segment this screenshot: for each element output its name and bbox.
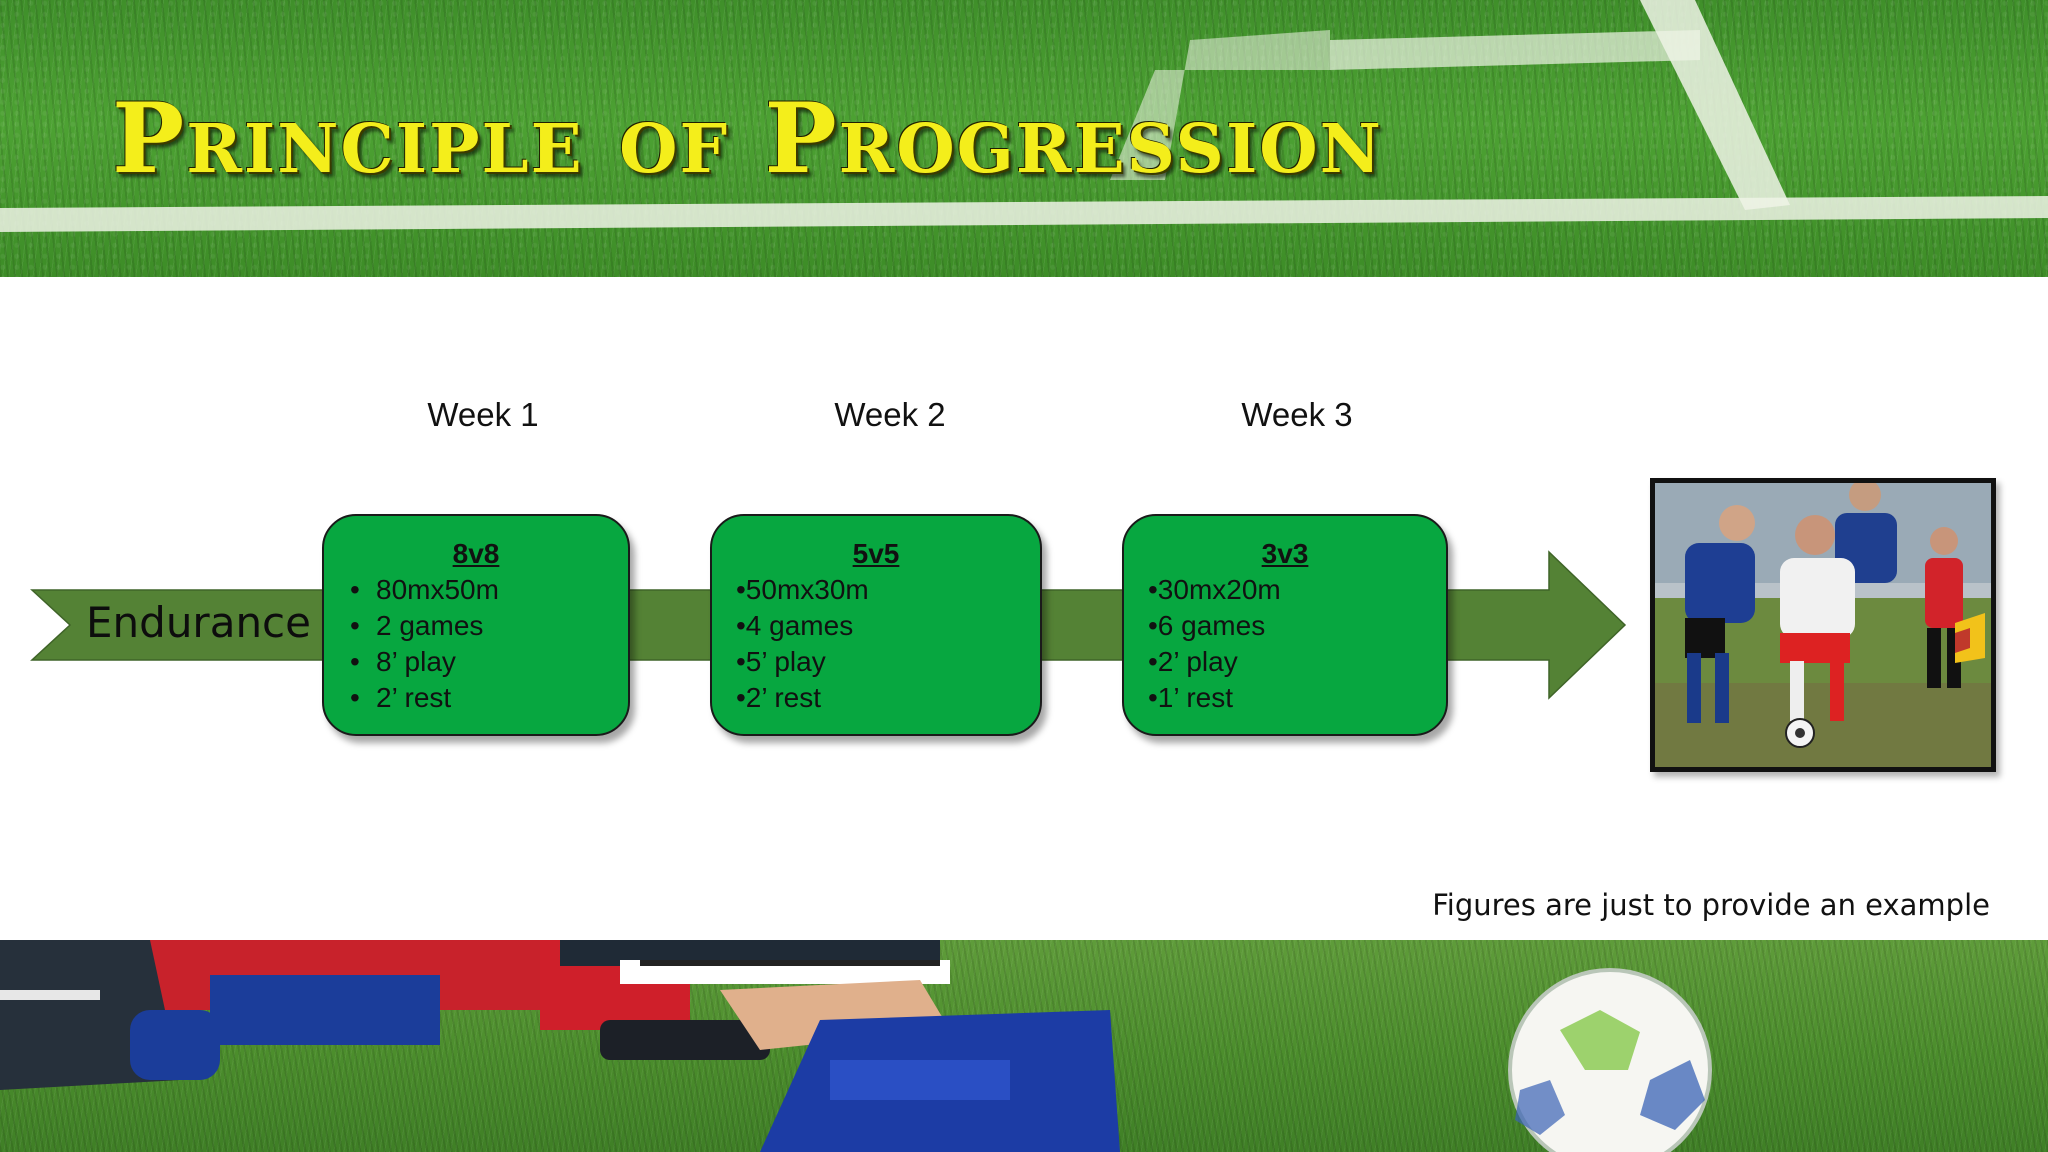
pitch-lines-graphic — [0, 0, 2048, 232]
week-2-label: Week 2 — [834, 396, 946, 433]
grass-header-banner: Principle of Progression — [0, 0, 2048, 277]
list-item: •30mx20m — [1148, 574, 1281, 605]
list-item: •2’ play — [1148, 646, 1238, 677]
stage-box-week-1: 8v8 •80mx50m •2 games •8’ play •2’ rest — [322, 514, 630, 736]
list-item: •2’ rest — [736, 682, 822, 713]
list-item: •50mx30m — [736, 574, 869, 605]
bullet: • — [350, 646, 360, 677]
slide-title: Principle of Progression — [112, 82, 1383, 195]
endurance-label: Endurance — [86, 598, 311, 647]
stage-title: 5v5 — [852, 538, 900, 569]
bullet: • — [350, 574, 360, 605]
stage-details-list: •50mx30m •4 games •5’ play •2’ rest — [712, 572, 1040, 716]
stage-title: 8v8 — [452, 538, 500, 569]
footer-grass-image — [0, 940, 2048, 1152]
bullet: • — [350, 682, 360, 713]
list-item: •5’ play — [736, 646, 826, 677]
list-item: •80mx50m — [324, 572, 628, 608]
list-item: •1’ rest — [1148, 682, 1234, 713]
week-3-label: Week 3 — [1241, 396, 1353, 433]
stage-details-list: •80mx50m •2 games •8’ play •2’ rest — [324, 572, 628, 716]
week-1-label: Week 1 — [427, 396, 539, 433]
list-item: •2’ rest — [324, 680, 628, 716]
example-disclaimer: Figures are just to provide an example — [1432, 888, 1990, 922]
list-item: •6 games — [1148, 610, 1266, 641]
footer-players-graphic — [0, 940, 1712, 1152]
stage-box-week-2: 5v5 •50mx30m •4 games •5’ play •2’ rest — [710, 514, 1042, 736]
soccer-players-photo — [1650, 478, 1996, 772]
bullet: • — [350, 610, 360, 641]
list-item: •8’ play — [324, 644, 628, 680]
stage-title: 3v3 — [1261, 538, 1309, 569]
list-item: •2 games — [324, 608, 628, 644]
list-item: •4 games — [736, 610, 854, 641]
stage-details-list: •30mx20m •6 games •2’ play •1’ rest — [1124, 572, 1446, 716]
stage-box-week-3: 3v3 •30mx20m •6 games •2’ play •1’ rest — [1122, 514, 1448, 736]
